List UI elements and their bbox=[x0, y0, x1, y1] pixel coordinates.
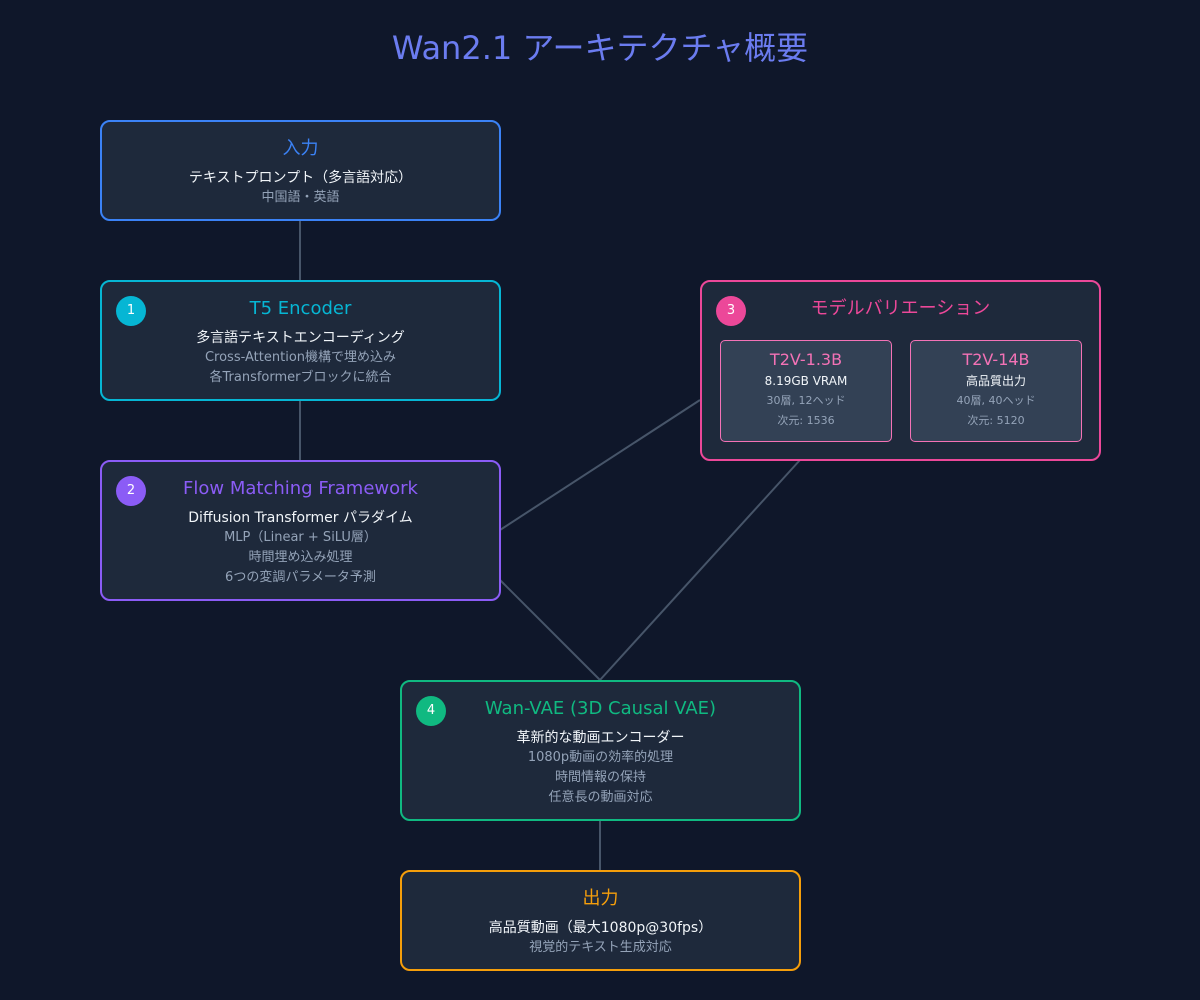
connector-flow-vae bbox=[499, 579, 601, 681]
variant-sub-text: 次元: 1536 bbox=[777, 414, 835, 427]
variant-name: T2V-1.3B bbox=[769, 350, 843, 369]
variant-sub-text: 30層, 12ヘッド bbox=[766, 394, 846, 407]
flow-sub-text: 6つの変調パラメータ予測 bbox=[225, 570, 376, 585]
output-sub-text: 視覚的テキスト生成対応 bbox=[529, 940, 672, 955]
input-sub-text: 中国語・英語 bbox=[261, 190, 340, 205]
flow-node: 2 Flow Matching Framework Diffusion Tran… bbox=[100, 460, 501, 601]
flow-sub-text: MLP（Linear + SiLU層） bbox=[224, 530, 377, 545]
variant-sub-text: 次元: 5120 bbox=[967, 414, 1025, 427]
input-heading: 入力 bbox=[282, 138, 319, 159]
connector-variants-vae bbox=[599, 459, 801, 681]
variant-sub-text: 40層, 40ヘッド bbox=[956, 394, 1036, 407]
variants-heading: モデルバリエーション bbox=[810, 298, 991, 319]
step-badge-2: 2 bbox=[116, 476, 146, 506]
variant-main-text: 高品質出力 bbox=[965, 374, 1026, 388]
step-badge-3: 3 bbox=[716, 296, 746, 326]
vae-sub-text: 任意長の動画対応 bbox=[548, 790, 653, 805]
flow-main-text: Diffusion Transformer パラダイム bbox=[188, 510, 413, 526]
output-node: 出力 高品質動画（最大1080p@30fps） 視覚的テキスト生成対応 bbox=[400, 870, 801, 971]
encoder-node: 1 T5 Encoder 多言語テキストエンコーディング Cross-Atten… bbox=[100, 280, 501, 401]
variant-card-1-3b: T2V-1.3B 8.19GB VRAM 30層, 12ヘッド 次元: 1536 bbox=[720, 340, 892, 442]
vae-heading: Wan-VAE (3D Causal VAE) bbox=[484, 698, 717, 719]
step-badge-1: 1 bbox=[116, 296, 146, 326]
encoder-main-text: 多言語テキストエンコーディング bbox=[196, 330, 405, 346]
output-heading: 出力 bbox=[582, 888, 619, 909]
input-node: 入力 テキストプロンプト（多言語対応） 中国語・英語 bbox=[100, 120, 501, 221]
step-badge-4: 4 bbox=[416, 696, 446, 726]
variant-card-14b: T2V-14B 高品質出力 40層, 40ヘッド 次元: 5120 bbox=[910, 340, 1082, 442]
vae-sub-text: 1080p動画の効率的処理 bbox=[527, 750, 674, 765]
vae-sub-text: 時間情報の保持 bbox=[554, 770, 646, 785]
diagram-title: Wan2.1 アーキテクチャ概要 bbox=[391, 29, 809, 67]
vae-node: 4 Wan-VAE (3D Causal VAE) 革新的な動画エンコーダー 1… bbox=[400, 680, 801, 821]
input-main-text: テキストプロンプト（多言語対応） bbox=[188, 170, 413, 186]
variant-name: T2V-14B bbox=[962, 350, 1030, 369]
output-main-text: 高品質動画（最大1080p@30fps） bbox=[488, 920, 713, 936]
vae-main-text: 革新的な動画エンコーダー bbox=[516, 730, 685, 746]
encoder-sub-text: 各Transformerブロックに統合 bbox=[209, 370, 392, 385]
encoder-heading: T5 Encoder bbox=[249, 298, 352, 319]
flow-heading: Flow Matching Framework bbox=[183, 478, 418, 499]
encoder-sub-text: Cross-Attention機構で埋め込み bbox=[204, 350, 397, 365]
variants-node: 3 モデルバリエーション T2V-1.3B 8.19GB VRAM 30層, 1… bbox=[700, 280, 1101, 461]
connector-flow-variants bbox=[499, 399, 701, 531]
flow-sub-text: 時間埋め込み処理 bbox=[248, 550, 353, 565]
variant-main-text: 8.19GB VRAM bbox=[764, 374, 848, 388]
